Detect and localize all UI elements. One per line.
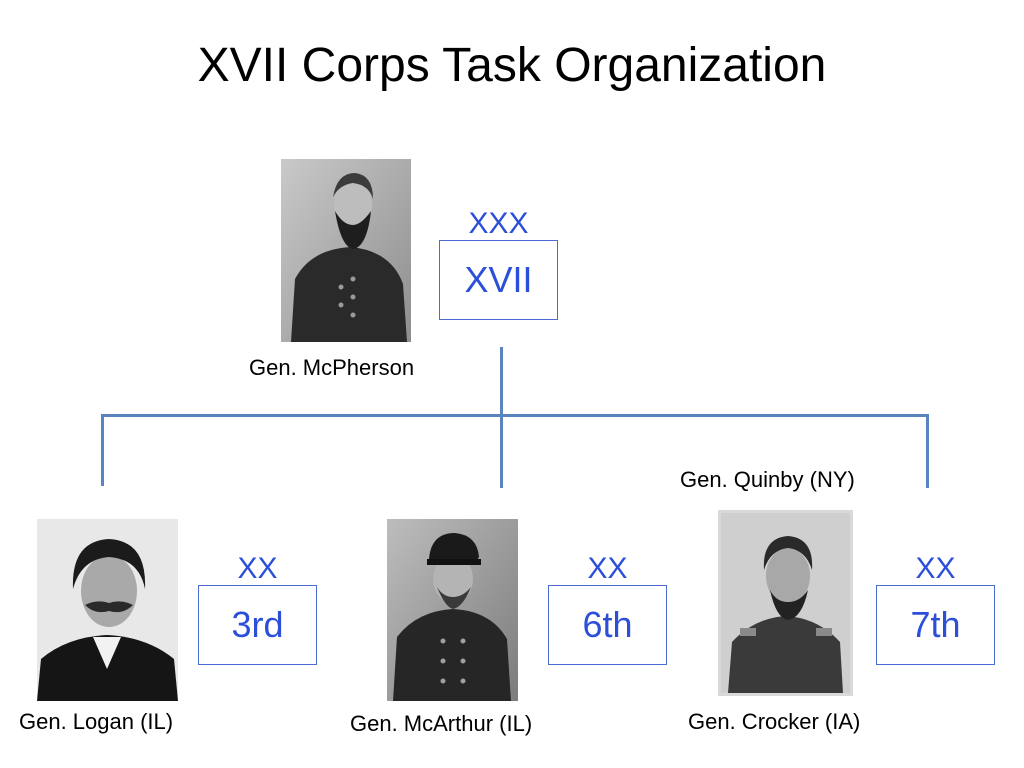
mcarthur-portrait — [387, 519, 518, 701]
connector-middle-drop — [500, 414, 503, 488]
division-3-echelon-marker: XX — [237, 552, 278, 585]
division-7-echelon-marker: XX — [915, 552, 956, 585]
division-7-unit-symbol: 7th — [876, 585, 995, 665]
crocker-portrait — [718, 510, 853, 696]
division-3-unit-symbol: 3rd — [198, 585, 317, 665]
connector-right-drop — [926, 414, 929, 488]
corps-unit-label: XVII — [464, 259, 533, 300]
division-6-unit-symbol: 6th — [548, 585, 667, 665]
page-title: XVII Corps Task Organization — [197, 39, 827, 92]
division-6-unit-label: 6th — [582, 604, 633, 645]
mcpherson-caption: Gen. McPherson — [249, 355, 415, 380]
corps-echelon-marker: XXX — [468, 207, 529, 240]
connector-corps-vertical — [500, 347, 503, 416]
connector-horizontal-bar — [101, 414, 929, 417]
quinby-caption: Gen. Quinby (NY) — [680, 467, 855, 492]
mcpherson-portrait — [281, 159, 411, 342]
division-7-unit-label: 7th — [910, 604, 961, 645]
mcarthur-caption: Gen. McArthur (IL) — [350, 711, 533, 736]
division-3-unit-label: 3rd — [231, 604, 284, 645]
connector-left-drop — [101, 414, 104, 486]
logan-caption: Gen. Logan (IL) — [19, 709, 174, 734]
crocker-caption: Gen. Crocker (IA) — [688, 709, 861, 734]
corps-unit-symbol: XVII — [439, 240, 558, 320]
portrait-photo-icon — [281, 159, 411, 342]
division-6-echelon-marker: XX — [587, 552, 628, 585]
logan-portrait — [37, 519, 178, 701]
